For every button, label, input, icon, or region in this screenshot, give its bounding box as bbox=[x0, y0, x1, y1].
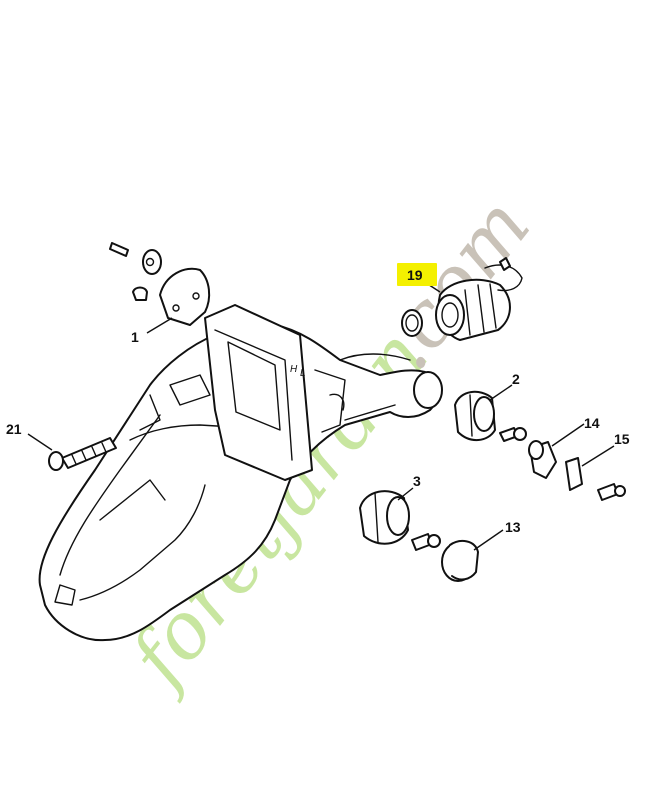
callout-19: 19 bbox=[407, 267, 423, 283]
part-21-bolt bbox=[48, 437, 117, 471]
housing-letter-h: H bbox=[290, 364, 298, 375]
part-3-buffer bbox=[359, 490, 441, 551]
callout-3: 3 bbox=[413, 473, 421, 489]
callout-2: 2 bbox=[512, 371, 520, 387]
callout-13: 14 bbox=[584, 415, 600, 431]
leader-lines bbox=[27, 278, 615, 551]
housing-letter-l: L bbox=[300, 368, 306, 379]
rear-handle-housing: H L bbox=[38, 304, 443, 642]
part-15-plug bbox=[441, 539, 479, 582]
part-13-clip bbox=[528, 440, 557, 479]
part-14-lever bbox=[565, 457, 626, 501]
callout-1: 1 bbox=[131, 329, 139, 345]
callout-15: 13 bbox=[505, 519, 521, 535]
part-1-cover bbox=[109, 242, 211, 326]
callout-19-highlight bbox=[397, 263, 437, 286]
callout-14: 15 bbox=[614, 431, 630, 447]
callout-21: 21 bbox=[6, 421, 22, 437]
part-2-buffer bbox=[454, 390, 527, 442]
part-19-intake-boot bbox=[401, 257, 523, 341]
